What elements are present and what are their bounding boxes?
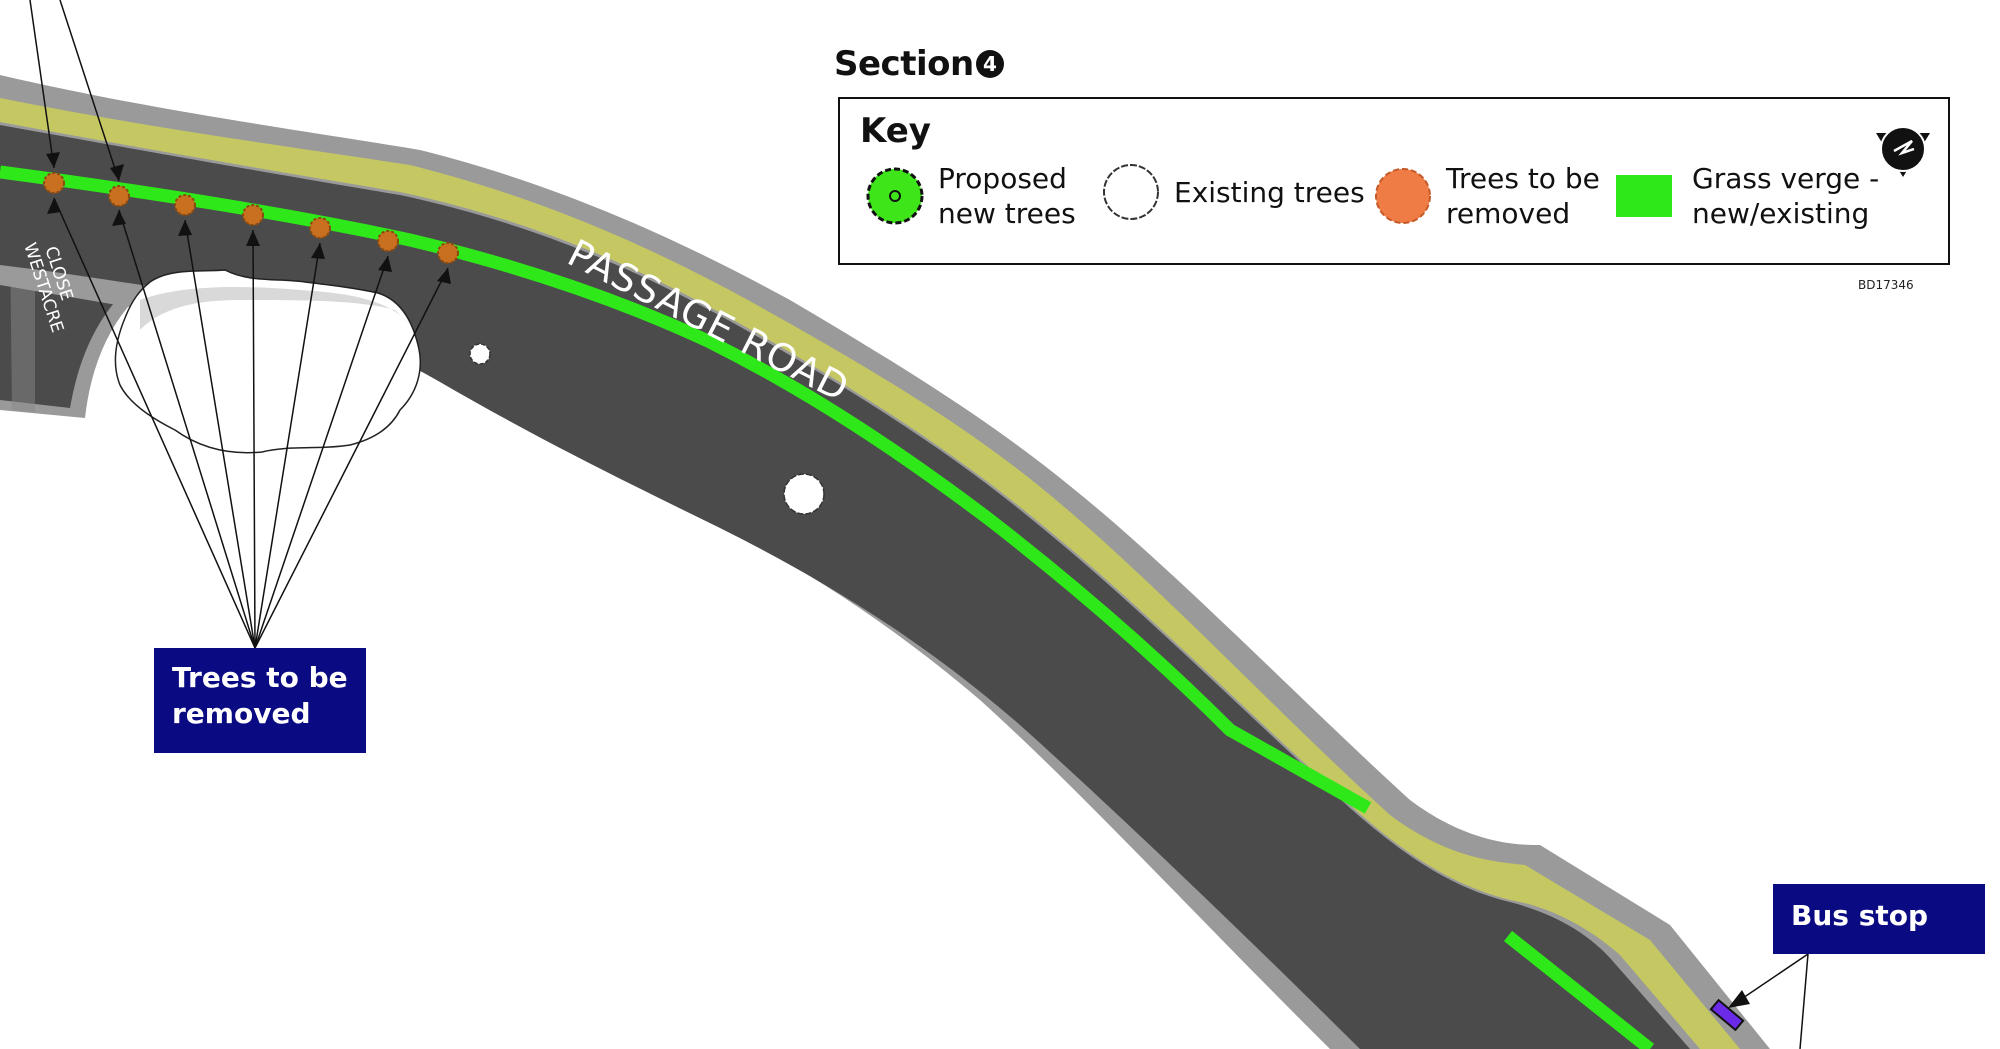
map-key: Key Proposed new trees Existing trees Tr…: [838, 97, 1950, 265]
grass-verge-lower-stripe: [1503, 930, 1655, 1049]
removed-tree: [437, 242, 459, 264]
bus-stop-arrowhead: [1728, 990, 1750, 1008]
carriageway: [0, 125, 1690, 1049]
bus-stop-marker: [1709, 998, 1745, 1032]
removed-tree: [43, 172, 65, 194]
key-label-existing-trees: Existing trees: [1174, 175, 1365, 209]
key-item-trees-removed: Trees to be removed: [1372, 161, 1600, 231]
removed-tree: [309, 217, 331, 239]
section-number-badge: 4: [975, 50, 1004, 78]
removed-trees: [43, 172, 459, 264]
existing-tree-medium: [783, 473, 825, 515]
grass-verge-swatch: [1616, 175, 1672, 217]
proposed-tree-icon: [866, 167, 924, 225]
callout-leader-lines: [29, 0, 449, 649]
north-arrow-icon: [1876, 126, 1930, 177]
bus-stop-leader: [1739, 953, 1809, 1001]
existing-tree-canopy-shadow: [140, 287, 410, 330]
key-item-proposed-trees: Proposed new trees: [864, 161, 1076, 231]
grass-verge-main-stripe: [0, 165, 1372, 814]
callout-bus-stop: Bus stop: [1773, 884, 1985, 954]
key-item-grass-verge: Grass verge - new/existing: [1616, 161, 1879, 231]
existing-tree-small: [469, 343, 491, 365]
removed-tree-icon: [1375, 168, 1431, 224]
removed-tree: [242, 204, 264, 226]
section-title-text: Section: [834, 44, 974, 84]
callout-trees-removed: Trees to be removed: [154, 648, 366, 753]
removed-tree: [377, 230, 399, 252]
key-label-grass-verge: Grass verge - new/existing: [1692, 162, 1880, 230]
removed-tree: [108, 185, 130, 207]
existing-tree-icon: [1103, 164, 1159, 220]
bus-stop-leader-2: [1799, 953, 1809, 1049]
key-label-trees-removed: Trees to be removed: [1446, 162, 1600, 230]
callout-arrowheads: [46, 152, 451, 284]
key-title: Key: [860, 111, 931, 151]
drawing-reference: BD17346: [1858, 278, 1914, 292]
key-item-existing-trees: Existing trees: [1100, 161, 1365, 223]
existing-tree-canopy: [114, 269, 422, 454]
key-label-proposed-trees: Proposed new trees: [938, 162, 1076, 230]
removed-tree: [174, 194, 196, 216]
